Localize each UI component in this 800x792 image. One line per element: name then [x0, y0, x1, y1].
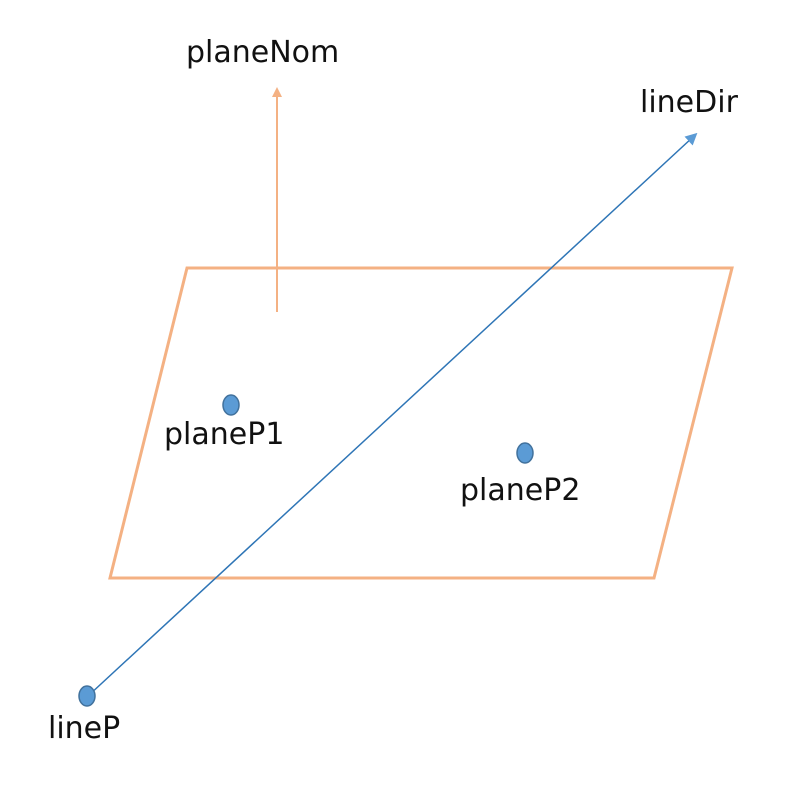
plane-point-1-label: planeP1: [164, 417, 285, 452]
line-direction-label: lineDir: [640, 85, 738, 120]
line-point-label: lineP: [48, 711, 121, 746]
plane-point-1-marker: [222, 394, 240, 416]
line-point-marker: [78, 685, 96, 707]
plane-point-2-marker: [516, 442, 534, 464]
plane-normal-label: planeNom: [186, 35, 340, 70]
line-direction-arrow: [87, 132, 698, 697]
plane-point-2-label: planeP2: [460, 473, 581, 508]
